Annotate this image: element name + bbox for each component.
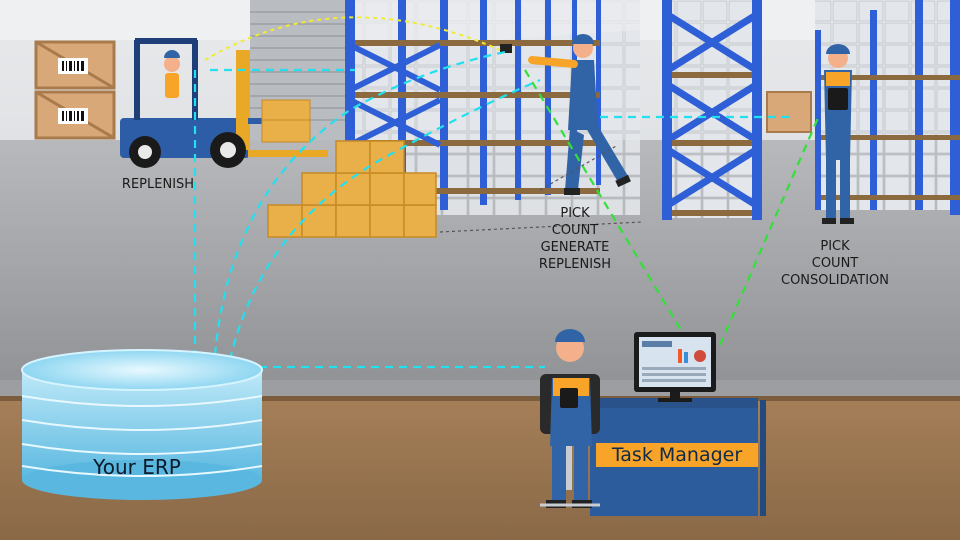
database-icon: [21, 349, 263, 500]
op-line: PICK: [560, 206, 590, 221]
op-line: COUNT: [551, 223, 599, 238]
worker-icon: [540, 329, 600, 508]
task-manager-desk: [590, 398, 766, 516]
cyan-flow-lines: [193, 50, 795, 369]
picker-operations-label: PICK COUNT GENERATE REPLENISH: [520, 205, 630, 273]
op-line: GENERATE: [540, 240, 610, 255]
task-manager-label: Task Manager: [611, 444, 743, 466]
worker-icon: [822, 44, 854, 224]
tablet-icon: [560, 388, 578, 408]
tablet-operations-label: PICK COUNT CONSOLIDATION: [770, 238, 900, 289]
barcode-scanner-icon: [500, 44, 512, 53]
gray-pointer-lines: [439, 144, 643, 233]
op-line: COUNT: [811, 256, 859, 271]
erp-label: Your ERP: [93, 455, 181, 479]
box-icon: [267, 140, 437, 238]
tablet-icon: [828, 88, 848, 110]
forklift-icon: [120, 38, 328, 168]
op-line: REPLENISH: [538, 257, 612, 272]
green-flow-lines: [524, 69, 820, 346]
crate-stack: [34, 40, 116, 140]
rack-right: [662, 0, 762, 220]
distant-crate: [766, 91, 812, 133]
replenish-label: REPLENISH: [108, 176, 208, 193]
barcode-label-icon: [58, 58, 88, 124]
op-line: CONSOLIDATION: [781, 273, 889, 288]
op-line: PICK: [820, 239, 850, 254]
monitor-icon: [634, 332, 716, 402]
replenish-text: REPLENISH: [121, 177, 195, 192]
